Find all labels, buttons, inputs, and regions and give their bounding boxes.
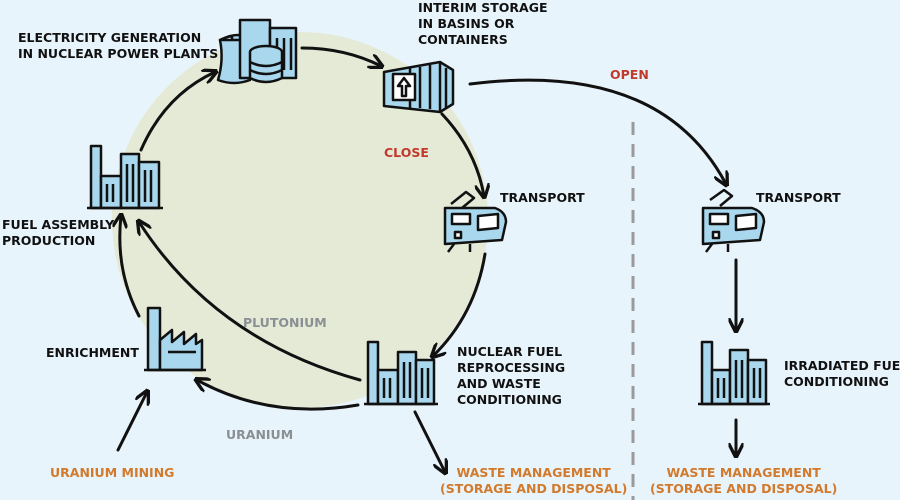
power-plant-icon [216,18,298,85]
label-interim-storage: INTERIM STORAGE IN BASINS OR CONTAINERS [418,0,548,47]
closed-cycle-area [112,32,488,408]
storage-container-icon [382,60,455,114]
factory-icon-irradiated [698,340,770,406]
arrow-fuel-assembly-to-plant [139,72,215,152]
arrow-storage-to-open-transport [468,78,726,184]
label-open-cycle: OPEN [610,67,649,82]
arrow-plant-to-storage [300,46,381,66]
label-transport-open: TRANSPORT [756,190,841,205]
label-waste-management-open: WASTE MANAGEMENT (STORAGE AND DISPOSAL) [650,465,838,496]
arrow-enrichment-to-fuel-assembly [120,216,141,318]
train-icon-closed [443,190,508,253]
label-enrichment: ENRICHMENT [46,345,139,360]
arrow-storage-to-transport [440,112,484,196]
label-irradiated-fuel-conditioning: IRRADIATED FUEL CONDITIONING [784,358,900,389]
train-icon-open [701,188,766,253]
enrichment-plant-icon [144,306,206,372]
label-fuel-assembly-production: FUEL ASSEMBLY PRODUCTION [2,217,115,248]
arrow-mining-to-enrichment [116,392,147,452]
label-nuclear-fuel-reprocessing: NUCLEAR FUEL REPROCESSING AND WASTE COND… [457,344,566,407]
label-electricity-generation: ELECTRICITY GENERATION IN NUCLEAR POWER … [18,30,219,61]
arrow-reprocessing-to-enrichment [197,380,360,411]
factory-icon-fuel-assembly [87,144,163,210]
label-uranium: URANIUM [226,427,294,442]
label-uranium-mining: URANIUM MINING [50,465,175,480]
factory-icon-reprocessing [364,340,438,406]
label-waste-management-closed: WASTE MANAGEMENT (STORAGE AND DISPOSAL) [440,465,628,496]
arrow-plutonium-return [139,222,362,382]
label-transport-closed: TRANSPORT [500,190,585,205]
arrow-reprocessing-to-waste [413,410,445,472]
label-plutonium: PLUTONIUM [243,315,327,330]
arrow-transport-to-reprocessing [433,252,487,356]
label-close-cycle: CLOSE [384,145,429,160]
